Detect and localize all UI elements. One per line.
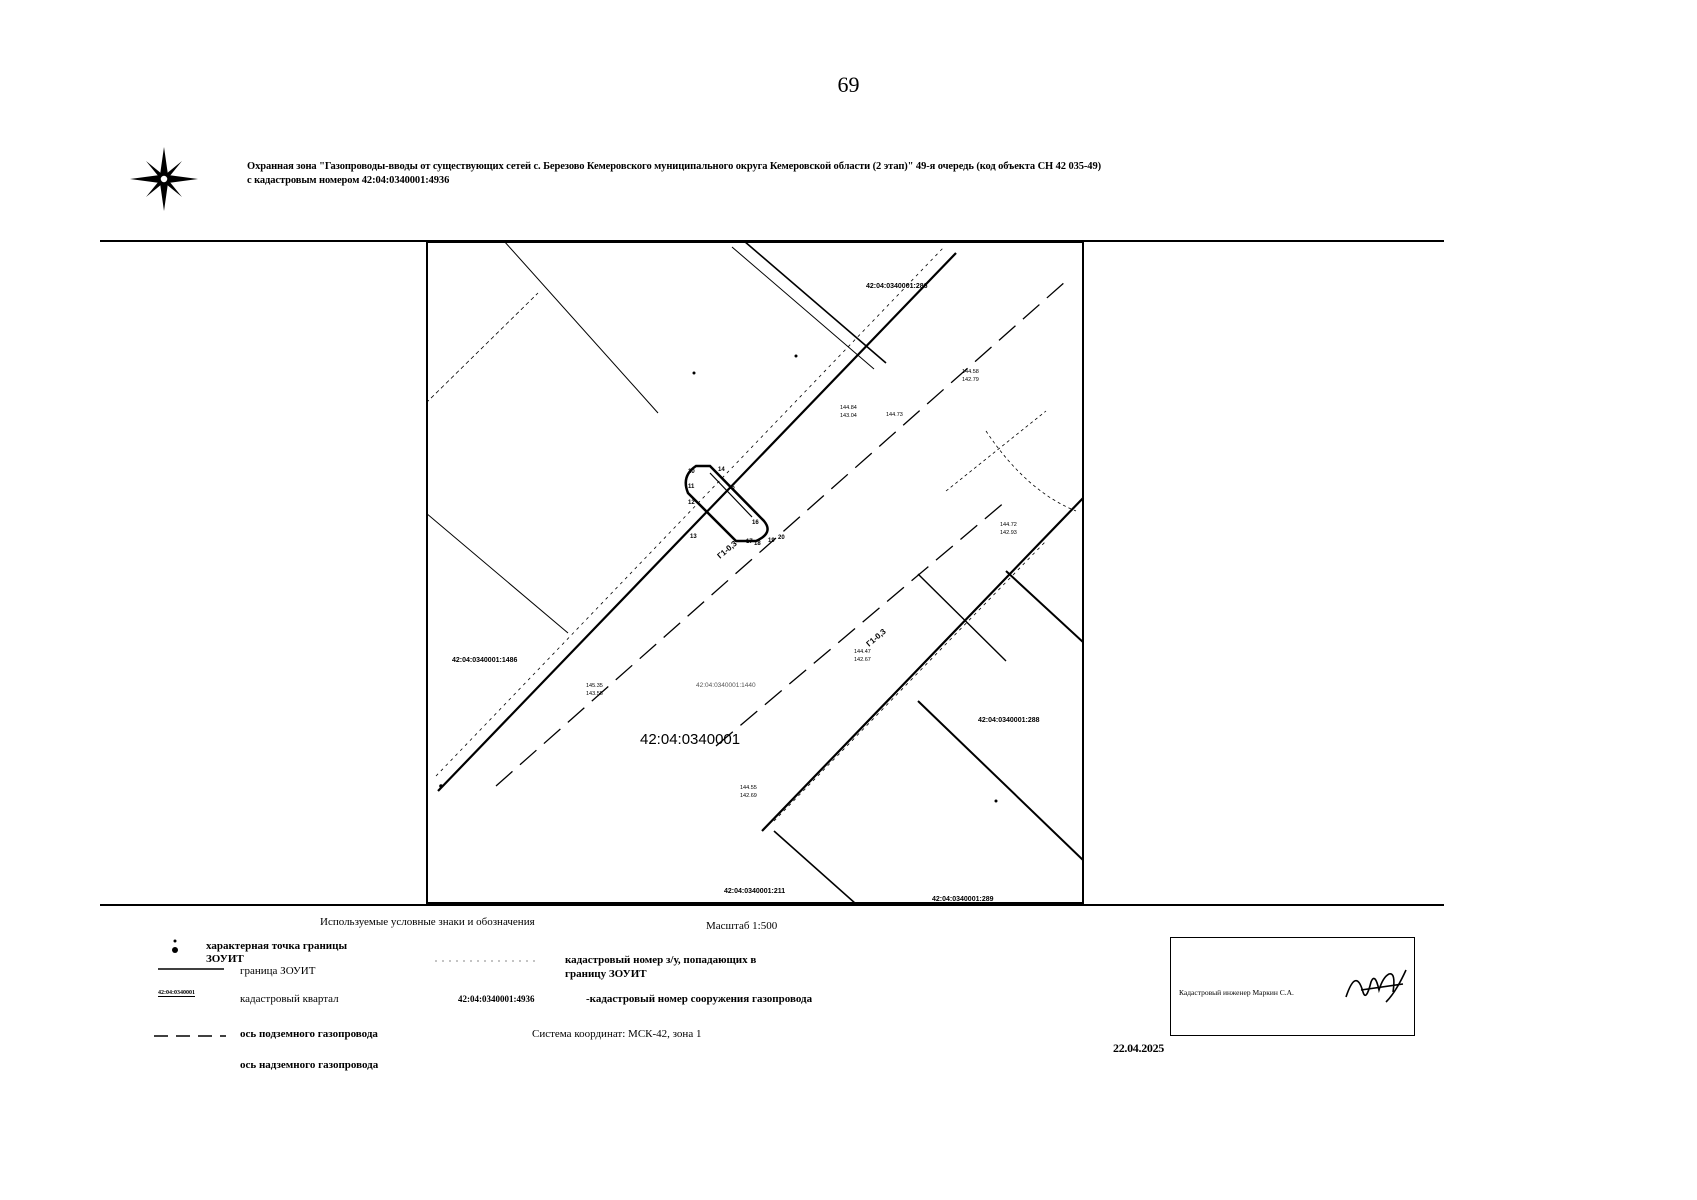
parcel-number-swatch-icon [435, 960, 535, 962]
elevation-label: 142.69 [740, 793, 757, 799]
legend-structure-label: -кадастровый номер сооружения газопровод… [586, 993, 813, 1005]
spot-point [692, 371, 696, 375]
scale-label: Масштаб 1:500 [706, 920, 778, 932]
parcel-boundary [917, 573, 1007, 662]
parcel-boundary [773, 830, 857, 904]
point-id: 17 [746, 539, 753, 545]
gas-pipe-inlet [709, 472, 753, 518]
elevation-label: 144.72 [1000, 522, 1017, 528]
road-boundary [761, 495, 1084, 832]
parcel-boundary [503, 241, 659, 414]
parcel-boundary [426, 292, 539, 404]
parcel-boundary [1005, 570, 1084, 644]
underground-pipe-swatch-icon [154, 1035, 226, 1037]
road-boundary [773, 540, 1047, 822]
parcel-boundary [743, 241, 887, 364]
zouit-boundary [684, 464, 769, 543]
engineer-stamp: Кадастровый инженер Маркин С.А. [1170, 937, 1415, 1036]
elevation-label: 143.55 [586, 691, 603, 697]
spot-point [994, 799, 998, 803]
parcel-boundary [426, 512, 569, 634]
point-id: 13 [690, 534, 697, 540]
quarter-label: 42:04:0340001 [640, 731, 740, 748]
document-date: 22.04.2025 [1113, 1041, 1165, 1055]
parcel-boundary [731, 246, 875, 370]
legend-boundary-label: граница ЗОУИТ [240, 965, 316, 977]
point-id: 14 [718, 467, 725, 473]
parcel-label-bottom-left: 42:04:0340001:211 [724, 888, 785, 895]
elevation-label: 144.47 [854, 649, 871, 655]
signature-icon [1345, 969, 1407, 1003]
point-id: 19 [768, 538, 775, 544]
point-id: 20 [778, 535, 785, 541]
parcel-boundary [917, 700, 1084, 862]
zouit-boundary-swatch-icon [158, 968, 224, 970]
parcel-label-road: 42:04:0340001:1440 [696, 682, 756, 689]
coordinate-system-label: Система координат: МСК-42, зона 1 [532, 1028, 702, 1040]
engineer-label: Кадастровый инженер Маркин С.А. [1179, 988, 1294, 997]
elevation-label: 144.84 [840, 405, 857, 411]
map-frame-border [426, 241, 1084, 904]
point-id: 11 [688, 484, 695, 490]
structure-number: 42:04:0340001:4936 [458, 994, 535, 1004]
legend-parcel-label-2: границу ЗОУИТ [565, 968, 647, 980]
elevation-label: 144.55 [740, 785, 757, 791]
engineer-name: Маркин С.А. [1252, 988, 1294, 997]
elevation-label: 143.04 [840, 413, 857, 419]
map-title-line-2: с кадастровым номером 42:04:0340001:4936 [247, 175, 450, 186]
parcel-label-top: 42:04:0340001:286 [866, 283, 928, 290]
legend-aboveground-label: ось надземного газопровода [240, 1059, 379, 1071]
legend-parcel-label: кадастровый номер з/у, попадающих в [565, 954, 757, 966]
elevation-label: 144.58 [962, 369, 979, 375]
elevation-label: 142.79 [962, 377, 979, 383]
legend-underground-label: ось подземного газопровода [240, 1028, 378, 1040]
cadastral-map: 42:04:0340001:286 42:04:0340001:1486 42:… [426, 241, 1084, 904]
point-id: 18 [754, 541, 761, 547]
boundary-point-icon [172, 939, 178, 953]
elevation-label: 144.73 [886, 412, 903, 418]
page-number: 69 [837, 72, 860, 97]
bottom-rule [100, 904, 1444, 906]
legend-quarter-label: кадастровый квартал [240, 993, 339, 1005]
elevation-label: 142.67 [854, 657, 871, 663]
legend-heading: Используемые условные знаки и обозначени… [320, 916, 535, 928]
point-id: 10 [688, 469, 695, 475]
point-id: 12 [688, 500, 695, 506]
parcel-boundary [985, 430, 1077, 512]
point-id: 15 [728, 485, 735, 491]
parcel-label-right: 42:04:0340001:288 [978, 717, 1040, 724]
road-boundary [437, 252, 957, 792]
elevation-label: 145.35 [586, 683, 603, 689]
legend-point-label: характерная точка границы [206, 940, 348, 952]
compass-rose-icon [130, 147, 198, 211]
point-id: 16 [752, 520, 759, 526]
quarter-swatch: 42:04:0340001 [158, 990, 195, 997]
spot-point [439, 784, 443, 788]
parcel-label-bottom-right: 42:04:0340001:289 [932, 896, 994, 903]
legend-point-label-2: ЗОУИТ [206, 953, 244, 965]
parcel-label-left: 42:04:0340001:1486 [452, 657, 517, 664]
spot-point [794, 354, 798, 358]
elevation-label: 142.93 [1000, 530, 1017, 536]
road-boundary [435, 246, 945, 777]
map-title-line-1: Охранная зона "Газопроводы-вводы от суще… [247, 161, 1102, 172]
